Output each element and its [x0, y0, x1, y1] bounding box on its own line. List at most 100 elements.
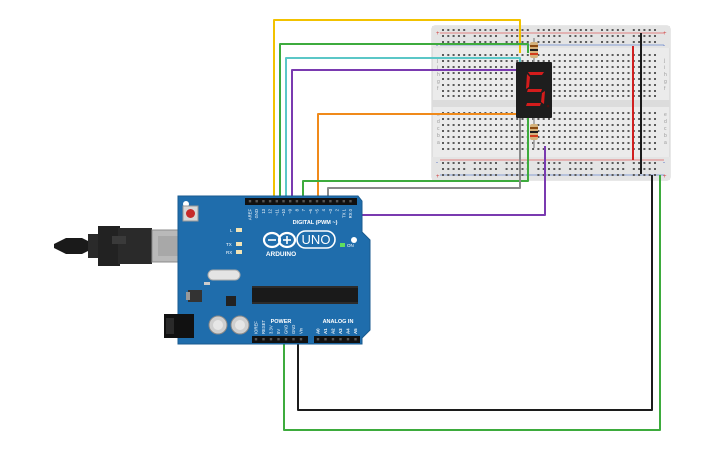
rail-sign: -: [436, 43, 438, 49]
digital-pin-hole[interactable]: [262, 200, 265, 203]
display-digit: 5: [0, 0, 1, 1]
smd-chip: [226, 296, 236, 306]
svg-text:RX: RX: [226, 250, 232, 255]
analog-pin-hole[interactable]: [354, 338, 357, 341]
arduino-brand: ARDUINO: [266, 251, 296, 258]
wire-purple-bottom[interactable]: [354, 146, 546, 216]
row-letter: h: [664, 72, 667, 78]
wires[interactable]: [273, 19, 661, 431]
arduino-board: [177, 195, 371, 345]
analog-pin-label: A5: [353, 328, 358, 334]
rail-sign: +: [436, 31, 440, 37]
power-pin-label: 3.3V: [269, 325, 274, 334]
wire-purple-top[interactable]: [291, 69, 516, 198]
power-pin-hole[interactable]: [269, 338, 273, 341]
digital-pin-hole[interactable]: [335, 200, 339, 203]
row-letter: d: [664, 119, 667, 125]
row-letter: f: [664, 86, 666, 92]
power-pin-hole[interactable]: [284, 338, 288, 341]
power-pin-hole[interactable]: [254, 338, 258, 341]
digital-pin-label: AREF: [248, 209, 253, 221]
row-letter: j: [663, 58, 665, 64]
analog-pin-hole[interactable]: [346, 338, 350, 341]
digital-pin-hole[interactable]: [248, 200, 252, 203]
digital-pin-label: ~10: [281, 208, 286, 216]
row-letter: c: [664, 126, 667, 132]
row-letter: a: [437, 140, 440, 146]
led-rx: RX: [226, 250, 242, 255]
digital-pin-label: TX 1: [341, 208, 346, 218]
wire-cyan[interactable]: [285, 57, 521, 198]
wire-green-5v[interactable]: [283, 175, 661, 431]
analog-pin-label: A4: [346, 328, 351, 334]
row-letter: j: [436, 58, 438, 64]
resistor-bottom[interactable]: [530, 118, 538, 148]
analog-header: [314, 336, 360, 343]
wire-yellow[interactable]: [273, 19, 521, 198]
digital-pin-label: ~11: [274, 208, 279, 215]
row-letter: b: [664, 133, 667, 139]
digital-pin-label: 7: [301, 208, 306, 211]
wire-green-mid[interactable]: [302, 118, 529, 198]
digital-pin-label: ~3: [328, 208, 333, 213]
analog-pin-hole[interactable]: [331, 338, 335, 341]
wire-gray[interactable]: [327, 118, 521, 198]
row-letter: a: [664, 140, 667, 146]
row-letter: e: [664, 112, 667, 118]
atmega-chip: [252, 286, 358, 304]
digital-pin-label: 2: [335, 208, 340, 211]
wire-black-gnd[interactable]: [297, 175, 653, 411]
digital-pin-hole[interactable]: [255, 200, 258, 203]
digital-pin-hole[interactable]: [309, 200, 312, 203]
seven-segment-display[interactable]: 5: [0, 0, 552, 118]
analog-pin-hole[interactable]: [339, 338, 342, 341]
rail-sign: +: [436, 174, 440, 180]
digital-pin-hole[interactable]: [268, 200, 272, 203]
digital-pin-hole[interactable]: [329, 200, 332, 203]
regulator-tab: [186, 292, 190, 300]
analog-pin-hole[interactable]: [316, 338, 320, 341]
digital-pin-hole[interactable]: [282, 200, 285, 203]
digital-pin-label: 4: [321, 208, 326, 211]
on-led: ON: [340, 243, 354, 248]
rail-sign: -: [436, 160, 438, 166]
row-letter: d: [437, 119, 440, 125]
crystal: [207, 269, 241, 281]
power-pin-hole[interactable]: [262, 338, 265, 341]
digital-pin-hole[interactable]: [275, 200, 278, 203]
power-header: [252, 336, 308, 343]
digital-pin-hole[interactable]: [295, 200, 299, 203]
rail-sign: +: [663, 174, 667, 180]
wire-orange[interactable]: [317, 113, 522, 198]
capacitor-1: [208, 315, 228, 335]
digital-pin-hole[interactable]: [289, 200, 292, 203]
resistor-top[interactable]: [530, 38, 538, 62]
power-jack[interactable]: [164, 314, 194, 338]
power-pin-label: 5V: [276, 329, 281, 334]
rail-sign: -: [663, 43, 665, 49]
digital-pin-label: GND: [254, 209, 259, 218]
digital-pin-hole[interactable]: [315, 200, 319, 203]
digital-pin-hole[interactable]: [349, 200, 352, 203]
digital-pin-hole[interactable]: [302, 200, 305, 203]
power-pin-hole[interactable]: [299, 338, 303, 341]
digital-pin-hole[interactable]: [322, 200, 325, 203]
row-letter: b: [437, 133, 440, 139]
reset-button[interactable]: [182, 205, 199, 222]
digital-pin-label: 13: [261, 208, 266, 213]
segment-dp: [546, 104, 550, 108]
digital-pin-hole[interactable]: [342, 200, 345, 203]
digital-header: [245, 198, 357, 205]
analog-pin-hole[interactable]: [324, 338, 327, 341]
digital-pin-label: ~9: [288, 208, 293, 213]
arduino-logo-icon: [262, 231, 297, 249]
power-pin-hole[interactable]: [292, 338, 295, 341]
power-pin-label: Vin: [299, 327, 304, 334]
power-pin-hole[interactable]: [277, 338, 280, 341]
voltage-regulator: [188, 290, 202, 302]
wire-green-top[interactable]: [279, 43, 529, 198]
